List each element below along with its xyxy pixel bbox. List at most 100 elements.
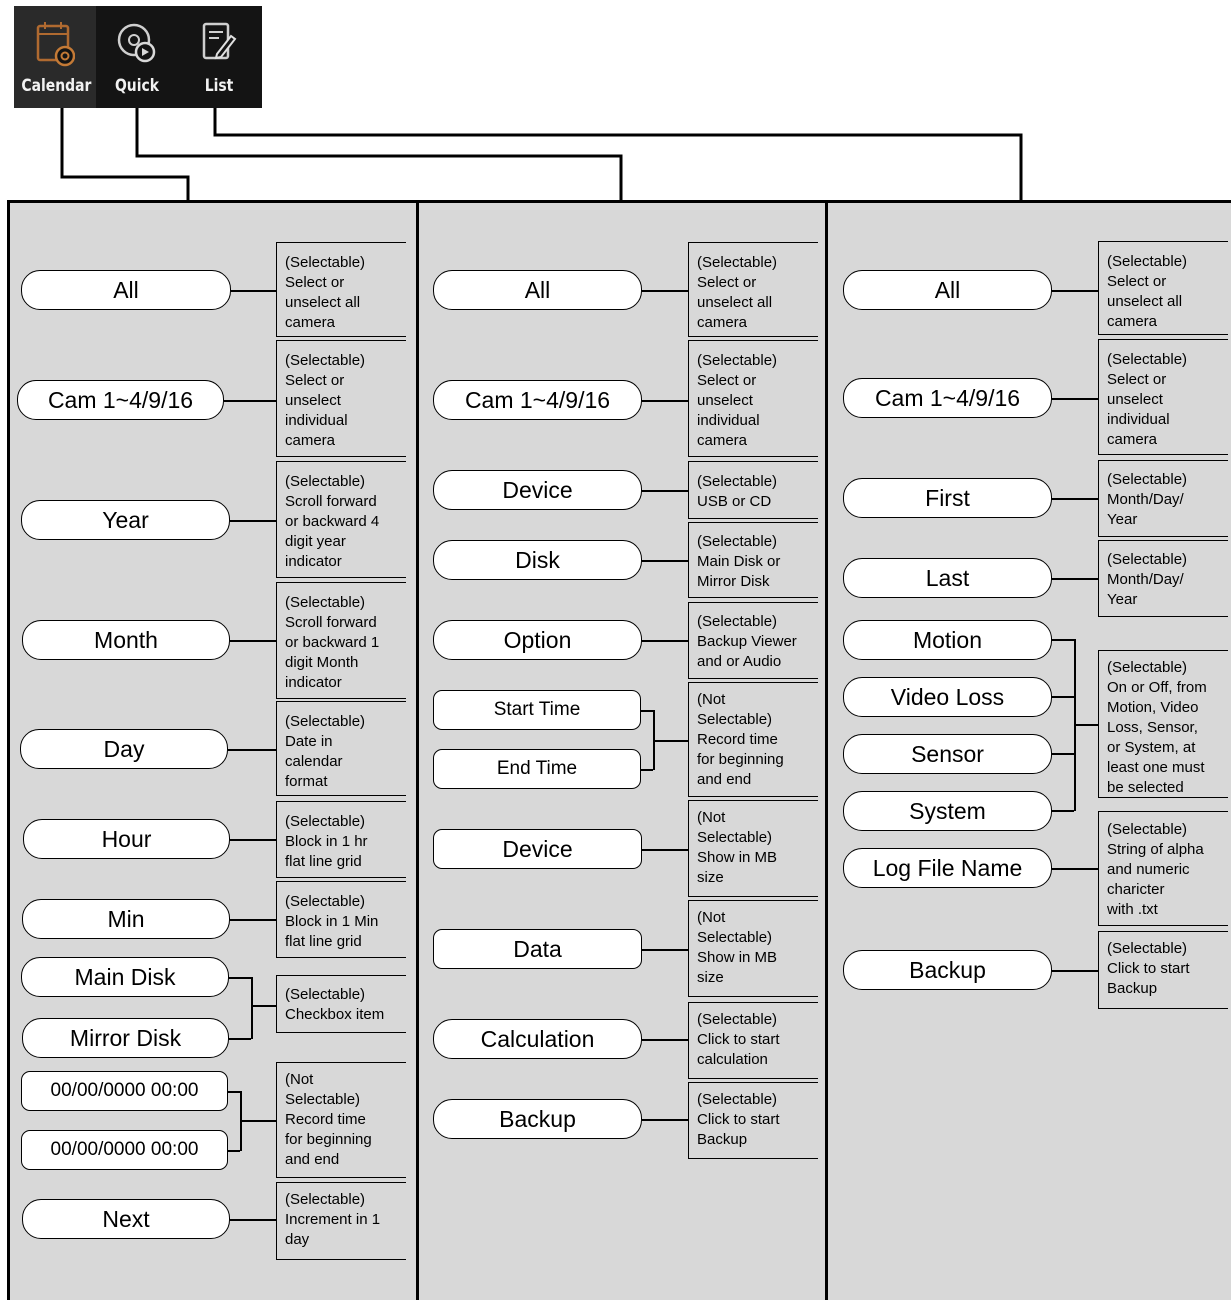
- connector-line: [642, 849, 688, 851]
- quick-option-button[interactable]: Option: [433, 620, 642, 660]
- connector-line: [642, 490, 688, 492]
- list-backup-button[interactable]: Backup: [843, 950, 1052, 990]
- cal-cam-button[interactable]: Cam 1~4/9/16: [17, 380, 224, 420]
- connector-line: [228, 1091, 240, 1093]
- connector-line: [229, 1038, 251, 1040]
- connector-line: [642, 400, 688, 402]
- quick-device-size-field: Device: [433, 829, 642, 869]
- quick-disk-button[interactable]: Disk: [433, 540, 642, 580]
- cal-month-button[interactable]: Month: [22, 620, 230, 660]
- list-log-file-name-field[interactable]: Log File Name: [843, 848, 1052, 888]
- list-first-button[interactable]: First: [843, 478, 1052, 518]
- list-edit-icon: [202, 22, 237, 60]
- toolbar: Calendar Quick List: [14, 6, 262, 108]
- tab-connectors: [60, 108, 1023, 202]
- list-motion-button[interactable]: Motion: [843, 620, 1052, 660]
- list-system-button[interactable]: System: [843, 791, 1052, 831]
- quick-calculation-desc: (Selectable) Click to start calculation: [688, 1002, 818, 1079]
- cal-mirror-disk-button[interactable]: Mirror Disk: [22, 1018, 229, 1058]
- connector-line: [230, 839, 276, 841]
- cal-month-desc: (Selectable) Scroll forward or backward …: [276, 582, 406, 699]
- list-last-button[interactable]: Last: [843, 558, 1052, 598]
- connector-line: [229, 977, 251, 979]
- list-first-desc: (Selectable) Month/Day/ Year: [1098, 460, 1228, 537]
- connector-line: [230, 520, 276, 522]
- connector-line: [251, 977, 253, 1039]
- connector-line: [1052, 578, 1098, 580]
- list-cam-button[interactable]: Cam 1~4/9/16: [843, 378, 1052, 418]
- quick-time-desc: (Not Selectable) Record time for beginni…: [688, 682, 818, 797]
- cal-year-button[interactable]: Year: [21, 500, 230, 540]
- quick-disc-icon: [117, 23, 156, 63]
- quick-calculation-button[interactable]: Calculation: [433, 1019, 642, 1059]
- connector-line: [1052, 498, 1098, 500]
- connector-line: [230, 1219, 276, 1221]
- cal-all-desc: (Selectable) Select or unselect all came…: [276, 242, 406, 337]
- quick-device-size-desc: (Not Selectable) Show in MB size: [688, 800, 818, 897]
- cal-all-button[interactable]: All: [21, 270, 231, 310]
- cal-hour-desc: (Selectable) Block in 1 hr flat line gri…: [276, 801, 406, 878]
- connector-line: [228, 1150, 240, 1152]
- cal-day-button[interactable]: Day: [20, 729, 228, 769]
- list-label: List: [204, 76, 234, 96]
- quick-device-desc: (Selectable) USB or CD: [688, 461, 818, 519]
- cal-next-desc: (Selectable) Increment in 1 day: [276, 1182, 406, 1260]
- cal-end-time-field: 00/00/0000 00:00: [21, 1130, 228, 1170]
- connector-line: [230, 640, 276, 642]
- connector-line: [1052, 970, 1098, 972]
- connector-line: [653, 740, 688, 742]
- connector-line: [641, 710, 653, 712]
- list-all-desc: (Selectable) Select or unselect all came…: [1098, 241, 1228, 335]
- list-button[interactable]: List: [178, 6, 260, 108]
- cal-min-button[interactable]: Min: [22, 899, 230, 939]
- connector-line: [1052, 639, 1074, 641]
- cal-year-desc: (Selectable) Scroll forward or backward …: [276, 461, 406, 578]
- quick-backup-button[interactable]: Backup: [433, 1099, 642, 1139]
- list-backup-desc: (Selectable) Click to start Backup: [1098, 931, 1228, 1009]
- list-log-file-desc: (Selectable) String of alpha and numeric…: [1098, 811, 1228, 926]
- calendar-icon: [36, 22, 75, 67]
- cal-hour-button[interactable]: Hour: [23, 819, 230, 859]
- connector-line: [642, 949, 688, 951]
- connector-line: [642, 640, 688, 642]
- quick-cam-button[interactable]: Cam 1~4/9/16: [433, 380, 642, 420]
- connector-line: [1052, 398, 1098, 400]
- cal-next-button[interactable]: Next: [22, 1199, 230, 1239]
- cal-disk-desc: (Selectable) Checkbox item: [276, 975, 406, 1033]
- connector-line: [230, 919, 276, 921]
- quick-all-desc: (Selectable) Select or unselect all came…: [688, 242, 818, 337]
- cal-main-disk-button[interactable]: Main Disk: [21, 957, 229, 997]
- quick-device-button[interactable]: Device: [433, 470, 642, 510]
- list-last-desc: (Selectable) Month/Day/ Year: [1098, 540, 1228, 617]
- cal-time-desc: (Not Selectable) Record time for beginni…: [276, 1062, 406, 1178]
- connector-line: [228, 749, 276, 751]
- connector-line: [251, 1005, 276, 1007]
- cal-start-time-field: 00/00/0000 00:00: [21, 1071, 228, 1111]
- quick-option-desc: (Selectable) Backup Viewer and or Audio: [688, 602, 818, 679]
- list-events-desc: (Selectable) On or Off, from Motion, Vid…: [1098, 650, 1228, 798]
- cal-day-desc: (Selectable) Date in calendar format: [276, 701, 406, 796]
- list-all-button[interactable]: All: [843, 270, 1052, 310]
- calendar-label: Calendar: [21, 76, 92, 96]
- connector-line: [240, 1120, 276, 1122]
- list-video-loss-button[interactable]: Video Loss: [843, 677, 1052, 717]
- quick-start-time-field: Start Time: [433, 690, 641, 730]
- list-sensor-button[interactable]: Sensor: [843, 734, 1052, 774]
- connector-line: [1052, 810, 1074, 812]
- connector-line: [642, 1119, 688, 1121]
- connector-line: [1052, 696, 1074, 698]
- calendar-button[interactable]: Calendar: [14, 6, 96, 108]
- quick-button[interactable]: Quick: [96, 6, 178, 108]
- connector-line: [1052, 753, 1074, 755]
- quick-cam-desc: (Selectable) Select or unselect individu…: [688, 340, 818, 457]
- quick-disk-desc: (Selectable) Main Disk or Mirror Disk: [688, 522, 818, 598]
- connector-line: [642, 1039, 688, 1041]
- quick-all-button[interactable]: All: [433, 270, 642, 310]
- cal-min-desc: (Selectable) Block in 1 Min flat line gr…: [276, 881, 406, 958]
- list-cam-desc: (Selectable) Select or unselect individu…: [1098, 339, 1228, 455]
- connector-line: [642, 560, 688, 562]
- cal-cam-desc: (Selectable) Select or unselect individu…: [276, 340, 406, 457]
- connector-line: [641, 769, 653, 771]
- quick-backup-desc: (Selectable) Click to start Backup: [688, 1082, 818, 1159]
- connector-line: [224, 400, 276, 402]
